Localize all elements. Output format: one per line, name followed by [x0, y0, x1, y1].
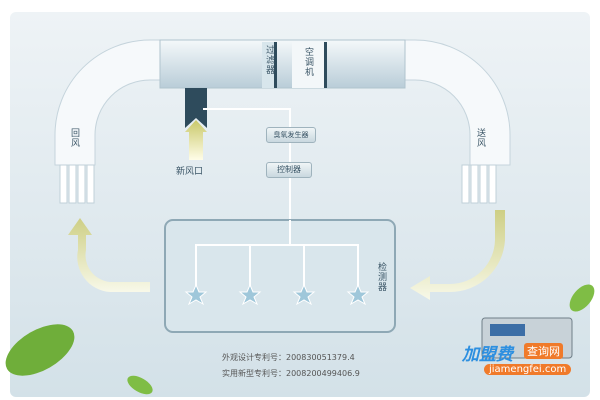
- filter-label: 过滤器: [264, 45, 274, 75]
- supply-arrow: [410, 210, 505, 300]
- ac-unit-section: [292, 42, 324, 88]
- leaf-left: [5, 324, 75, 376]
- watermark-logo: 加盟费 查询网 jiamengfei.com: [462, 340, 574, 382]
- watermark-url: jiamengfei.com: [484, 364, 572, 375]
- supply-air-label: 送风: [475, 128, 485, 148]
- utility-patent-text: 实用新型专利号：2008200499406.9: [222, 369, 360, 378]
- grille-left: [59, 164, 95, 204]
- grille-right: [461, 164, 497, 204]
- fresh-air-inlet-box: [185, 88, 207, 128]
- watermark-tag: 查询网: [524, 343, 563, 359]
- control-line: [203, 108, 291, 220]
- ozone-generator-box: 臭氧发生器: [266, 127, 316, 143]
- return-air-label: 回风: [69, 128, 79, 148]
- fresh-air-arrow: [185, 120, 207, 160]
- fresh-air-inlet-label: 新风口: [176, 167, 204, 177]
- filter-section: [262, 42, 274, 88]
- return-duct-curve: [54, 39, 161, 166]
- leaf-bottom: [127, 375, 153, 395]
- ac-unit-label: 空调机: [303, 47, 313, 77]
- sensor-stars: [184, 283, 370, 306]
- background-panel: [10, 12, 590, 397]
- sensor-lines: [195, 220, 359, 290]
- watermark-name: 加盟费: [462, 345, 513, 365]
- supply-duct-curve: [404, 39, 511, 166]
- leaf-right: [569, 284, 595, 312]
- design-patent-text: 外观设计专利号：200830051379.4: [222, 353, 355, 362]
- main-duct: [159, 39, 406, 89]
- room-box: [164, 219, 396, 333]
- return-arrow: [68, 218, 150, 292]
- detector-label: 检测器: [376, 262, 386, 292]
- controller-box: 控制器: [266, 162, 312, 178]
